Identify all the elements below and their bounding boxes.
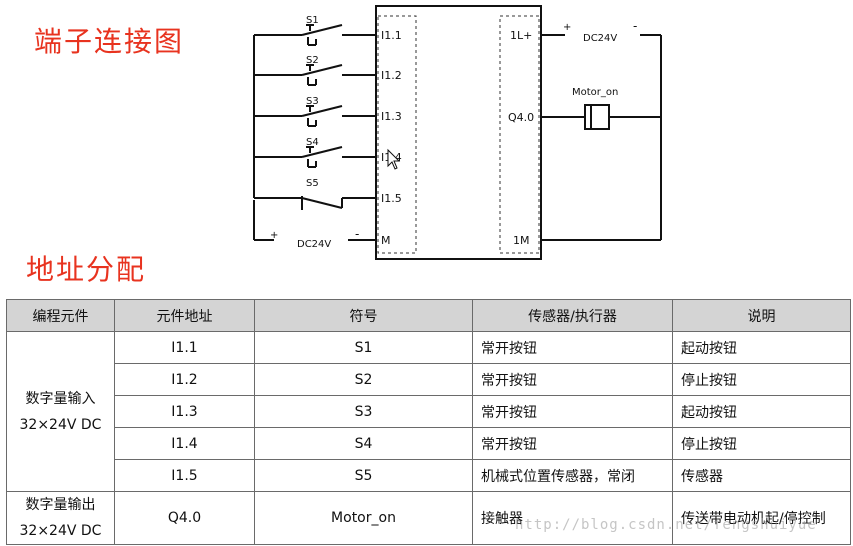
coil-symbol — [584, 104, 610, 130]
group-label-cell: 数字量输出 32×24V DC — [6, 491, 115, 545]
group-label-cell: 数字量输入 32×24V DC — [6, 331, 115, 492]
output-terminal-block — [499, 15, 540, 254]
output-common-label: 1M — [513, 234, 530, 247]
coil-label: Motor_on — [572, 87, 618, 98]
table-cell: 起动按钮 — [672, 395, 851, 428]
table-cell: I1.5 — [114, 459, 255, 492]
input-common-label: M — [381, 234, 391, 247]
column-header: 传感器/执行器 — [472, 299, 673, 332]
table-cell: Q4.0 — [114, 491, 255, 545]
switch-label: S2 — [306, 55, 319, 66]
table-cell: 起动按钮 — [672, 331, 851, 364]
wiring-diagram: S1I1.1S2I1.2S3I1.3S4I1.4S5I1.5+DC24V-M1L… — [253, 5, 662, 260]
input-terminal-label: I1.1 — [381, 29, 402, 42]
input-supply-label: DC24V — [297, 239, 331, 250]
input-supply-plus: + — [270, 230, 278, 241]
input-terminal-label: I1.5 — [381, 192, 402, 205]
table-cell: I1.3 — [114, 395, 255, 428]
table-header-row: 编程元件元件地址符号传感器/执行器说明 — [6, 299, 851, 332]
mouse-cursor-icon — [387, 148, 401, 170]
column-header: 元件地址 — [114, 299, 255, 332]
switch-contact-blade — [301, 64, 343, 76]
table-cell: 传感器 — [672, 459, 851, 492]
table-cell: 接触器 — [472, 491, 673, 545]
group-label-line: 32×24V DC — [19, 523, 102, 539]
table-cell: S3 — [254, 395, 473, 428]
output-supply-minus: - — [633, 19, 637, 33]
switch-label: S4 — [306, 137, 319, 148]
table-cell: 传送带电动机起/停控制 — [672, 491, 851, 545]
switch-label: S3 — [306, 96, 319, 107]
table-cell: 机械式位置传感器，常闭 — [472, 459, 673, 492]
output-supply-label: DC24V — [583, 33, 617, 44]
output-supply-terminal-label: 1L+ — [510, 29, 532, 42]
table-cell: S1 — [254, 331, 473, 364]
table-cell: 停止按钮 — [672, 427, 851, 460]
column-header: 说明 — [672, 299, 851, 332]
switch-contact-blade — [301, 146, 343, 158]
table-cell: 常开按钮 — [472, 427, 673, 460]
table-cell: 常开按钮 — [472, 395, 673, 428]
column-header: 符号 — [254, 299, 473, 332]
wiring-diagram-title: 端子连接图 — [34, 25, 185, 58]
table-cell: 常开按钮 — [472, 363, 673, 396]
group-label-line: 数字量输出 — [25, 497, 96, 513]
group-label-line: 数字量输入 — [25, 390, 96, 407]
switch-contact-blade — [301, 24, 343, 36]
switch-contact-blade — [301, 105, 343, 117]
output-terminal-label: Q4.0 — [508, 111, 534, 124]
group-label-line: 32×24V DC — [19, 416, 102, 433]
table-cell: I1.1 — [114, 331, 255, 364]
input-supply-minus: - — [355, 227, 359, 241]
plc-module-outline — [375, 5, 542, 260]
table-cell: I1.4 — [114, 427, 255, 460]
switch-label: S1 — [306, 15, 319, 26]
input-terminal-label: I1.2 — [381, 69, 402, 82]
input-terminal-label: I1.3 — [381, 110, 402, 123]
table-cell: S4 — [254, 427, 473, 460]
switch-contact-blade — [301, 197, 343, 209]
column-header: 编程元件 — [6, 299, 115, 332]
table-cell: I1.2 — [114, 363, 255, 396]
table-cell: 常开按钮 — [472, 331, 673, 364]
output-supply-plus: + — [563, 22, 571, 33]
table-cell: 停止按钮 — [672, 363, 851, 396]
table-cell: S2 — [254, 363, 473, 396]
address-assignment-title: 地址分配 — [26, 253, 147, 286]
switch-label: S5 — [306, 178, 319, 189]
input-terminal-block — [377, 15, 417, 254]
table-cell: S5 — [254, 459, 473, 492]
table-cell: Motor_on — [254, 491, 473, 545]
